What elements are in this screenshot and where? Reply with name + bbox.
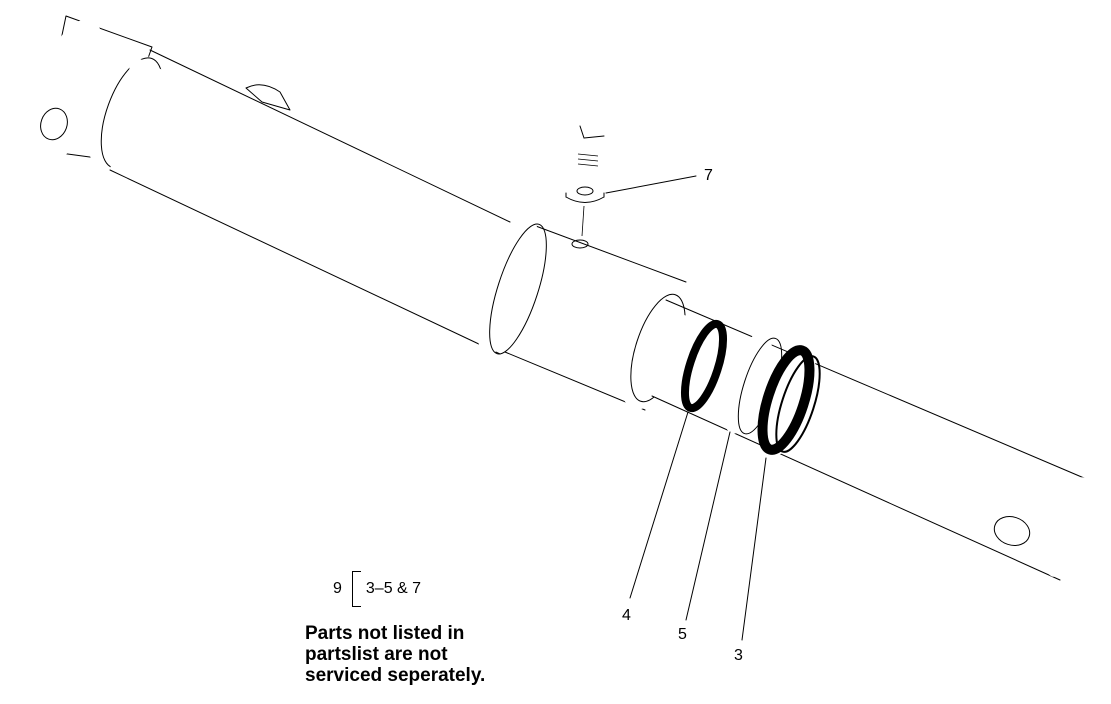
- leader-rod-seal: [741, 457, 767, 641]
- pin-hole-right: [993, 516, 1031, 546]
- piston-rod: [650, 299, 1092, 581]
- screw-hole: [571, 239, 589, 249]
- callout-back-up-ring: 5: [678, 626, 687, 643]
- service-note-line-3: serviced seperately.: [305, 665, 486, 686]
- rod-seal: [757, 345, 821, 456]
- cylinder-barrel: [109, 49, 520, 400]
- cap-screw: [566, 125, 606, 168]
- leader-washer: [605, 175, 697, 194]
- washer: [565, 184, 605, 203]
- screw-axis-line: [581, 205, 585, 237]
- service-note-line-2: partslist are not: [305, 644, 448, 665]
- o-ring: [680, 319, 728, 413]
- callout-rod-seal: 3: [734, 647, 743, 664]
- leader-o-ring: [629, 411, 689, 599]
- service-note-line-1: Parts not listed in: [305, 623, 465, 644]
- callout-washer: 7: [704, 167, 713, 184]
- kit-contents: 3–5 & 7: [365, 580, 422, 597]
- pin-hole-left: [40, 107, 68, 141]
- kit-bracket: [351, 571, 361, 607]
- kit-number: 9: [333, 580, 342, 597]
- seal-kit-reference: 9 3–5 & 7: [333, 571, 421, 607]
- callout-o-ring: 4: [622, 607, 631, 624]
- leader-back-up-ring: [685, 431, 731, 621]
- service-note: Parts not listed in partslist are not se…: [305, 623, 565, 686]
